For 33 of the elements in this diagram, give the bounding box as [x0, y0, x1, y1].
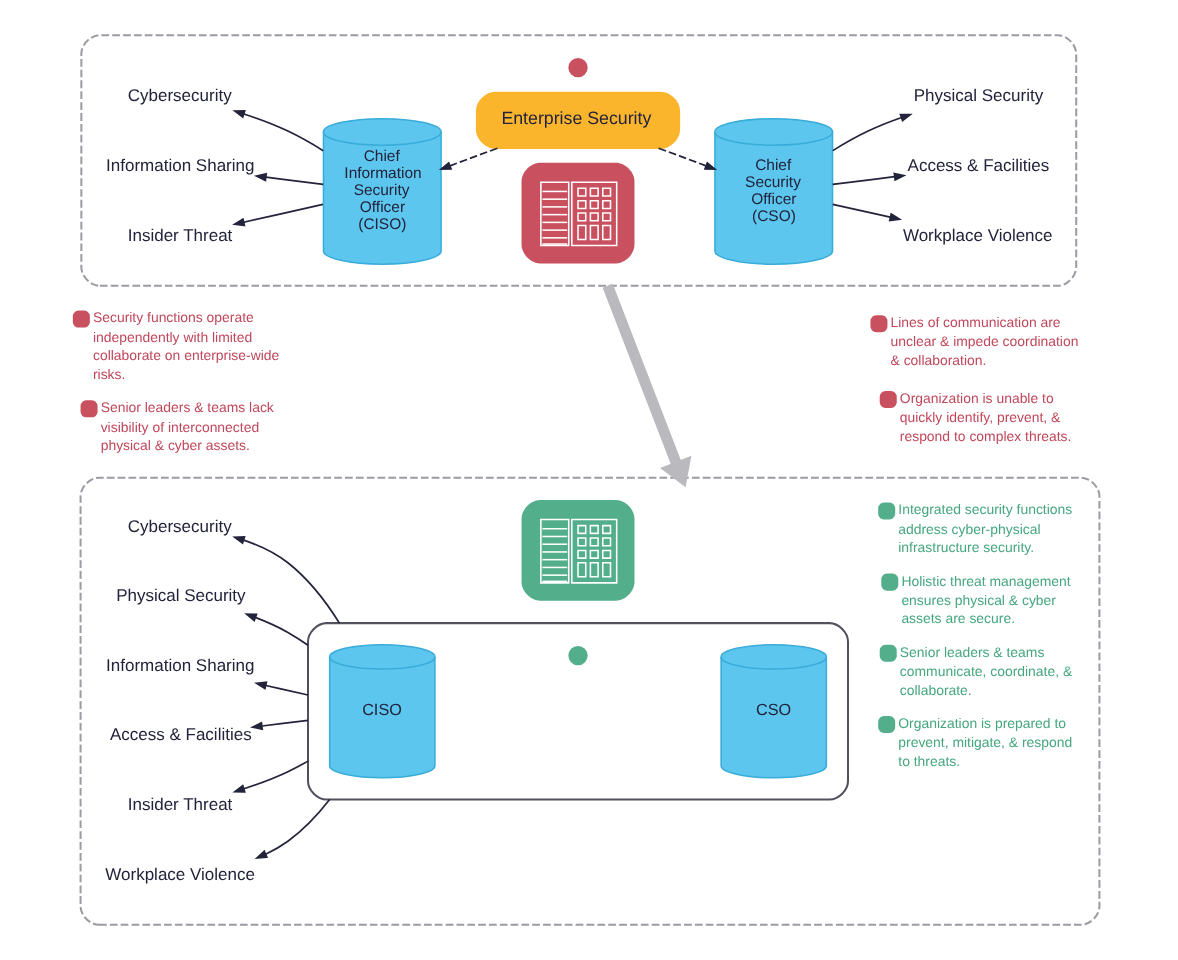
node-box: Enterprise Security [474, 91, 680, 149]
node-text: Insider Threat [126, 794, 232, 815]
node-text: Physical Security [912, 85, 1043, 106]
arrow [253, 172, 324, 186]
node-text: Workplace Violence [901, 224, 1052, 245]
arrow [249, 719, 308, 731]
arrow [253, 798, 330, 859]
arrow [253, 681, 308, 696]
cluster [78, 476, 1100, 926]
node-text: Information Sharing [105, 155, 254, 176]
arrow [231, 109, 324, 152]
node-text: Workplace Violence [104, 863, 254, 884]
node-text: Physical Security [115, 585, 245, 606]
node-text: Cybersecurity [126, 85, 231, 106]
cluster [79, 34, 1077, 287]
node-text: Access & Facilities [906, 155, 1049, 176]
node-text: Information Sharing [105, 654, 254, 675]
arrow [601, 283, 691, 488]
node-text: Access & Facilities [108, 724, 251, 745]
node-picture [520, 162, 634, 264]
arrow [656, 147, 717, 171]
arrow [831, 113, 912, 152]
arrow [437, 147, 498, 171]
node-picture [520, 500, 634, 601]
arrow [231, 203, 323, 227]
arrow [830, 172, 906, 186]
node-text: Cybersecurity [126, 515, 231, 536]
arrow [231, 760, 308, 793]
arrow [830, 203, 902, 222]
arrow [231, 536, 340, 624]
arrow [243, 613, 308, 647]
node-text: Insider Threat [126, 224, 232, 245]
cluster [306, 622, 848, 801]
